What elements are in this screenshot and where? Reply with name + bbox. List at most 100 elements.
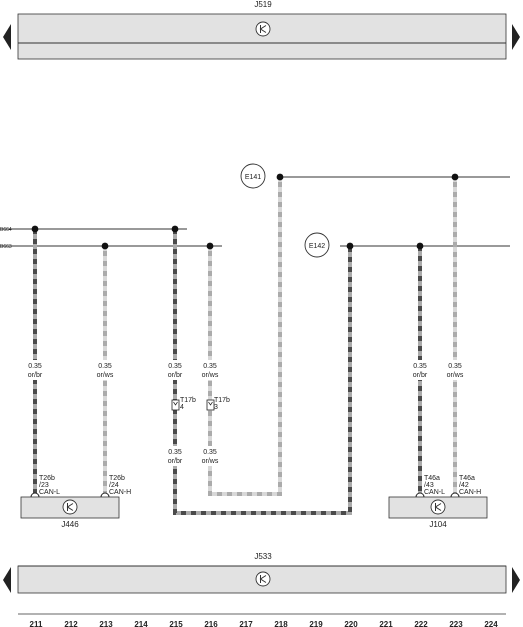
can-symbol-icon: [62, 499, 78, 515]
wire-label-216: 0.35 or/ws: [200, 360, 220, 380]
svg-text:T46a: T46a: [459, 475, 475, 482]
pin-arc-icon: [30, 492, 40, 498]
can-symbol-glyph-icon: [66, 503, 74, 511]
module-j519[interactable]: [17, 13, 507, 60]
column-number: 211: [30, 620, 43, 627]
pin-arc-icon: [415, 492, 425, 498]
junction-dot: [346, 242, 354, 250]
can-symbol-glyph-icon: [434, 503, 442, 511]
module-j533[interactable]: [17, 565, 507, 594]
junction-dot: [416, 242, 424, 250]
can-symbol-glyph-icon: [259, 25, 267, 33]
column-number: 217: [239, 620, 253, 627]
wire-label-216-lower: 0.35 or/ws: [200, 446, 220, 466]
svg-text:CAN-L: CAN-L: [424, 489, 445, 496]
svg-text:0.35: 0.35: [168, 449, 182, 456]
svg-text:/42: /42: [459, 482, 469, 489]
bus-lower-label: B663: [0, 244, 12, 250]
can-symbol-icon: [255, 571, 271, 587]
svg-text:or/ws: or/ws: [202, 372, 219, 379]
svg-text:or/ws: or/ws: [202, 458, 219, 465]
svg-text:CAN-H: CAN-H: [109, 489, 131, 496]
svg-text:/23: /23: [39, 482, 49, 489]
svg-text:4: 4: [180, 404, 184, 411]
svg-text:0.35: 0.35: [448, 363, 462, 370]
svg-text:E142: E142: [309, 243, 325, 250]
svg-text:T26b: T26b: [109, 475, 125, 482]
svg-text:T46a: T46a: [424, 475, 440, 482]
junction-dot: [451, 173, 459, 181]
svg-text:CAN-H: CAN-H: [459, 489, 481, 496]
column-number: 218: [274, 620, 288, 627]
svg-text:T17b: T17b: [214, 397, 230, 404]
module-j104-label: J104: [429, 520, 447, 529]
svg-text:or/br: or/br: [28, 372, 43, 379]
column-number: 220: [344, 620, 358, 627]
svg-text:or/br: or/br: [168, 458, 183, 465]
pin-arc-icon: [450, 492, 460, 498]
svg-text:0.35: 0.35: [168, 363, 182, 370]
svg-text:or/ws: or/ws: [97, 372, 114, 379]
svg-text:/24: /24: [109, 482, 119, 489]
module-j533-label: J533: [254, 552, 272, 561]
connector-t17b-4[interactable]: T17b 4: [171, 397, 196, 411]
column-number: 215: [169, 620, 183, 627]
junction-dot: [206, 242, 214, 250]
column-number: 223: [449, 620, 463, 627]
junction-dot: [276, 173, 284, 181]
wire-label-215: 0.35 or/br: [165, 360, 185, 380]
module-j104[interactable]: [388, 496, 488, 519]
pin-label-t26b-23: T26b /23 CAN-L: [39, 475, 60, 496]
svg-text:0.35: 0.35: [203, 449, 217, 456]
column-number: 213: [99, 620, 113, 627]
arrow-left-top-icon[interactable]: [3, 24, 11, 50]
svg-text:3: 3: [214, 404, 218, 411]
module-j519-label: J519: [254, 0, 272, 9]
wire-label-222: 0.35 or/br: [410, 360, 430, 380]
pin-label-t46a-42: T46a /42 CAN-H: [459, 475, 481, 496]
can-symbol-glyph-icon: [259, 575, 267, 583]
junction-dot: [101, 242, 109, 250]
column-number: 222: [414, 620, 428, 627]
svg-text:0.35: 0.35: [203, 363, 217, 370]
svg-text:0.35: 0.35: [98, 363, 112, 370]
svg-text:or/br: or/br: [168, 372, 183, 379]
module-j446-label: J446: [61, 520, 79, 529]
connector-t17b-3[interactable]: T17b 3: [206, 397, 230, 411]
bus-upper-label: B664: [0, 227, 12, 233]
column-number: 212: [64, 620, 78, 627]
svg-text:or/br: or/br: [413, 372, 428, 379]
svg-text:T17b: T17b: [180, 397, 196, 404]
module-j446[interactable]: [20, 496, 120, 519]
e141-circle[interactable]: E141: [240, 163, 266, 189]
pin-arc-icon: [100, 492, 110, 498]
svg-text:0.35: 0.35: [28, 363, 42, 370]
column-number: 224: [484, 620, 498, 627]
pin-label-t26b-24: T26b /24 CAN-H: [109, 475, 131, 496]
arrow-right-top-icon[interactable]: [512, 24, 520, 50]
svg-text:T26b: T26b: [39, 475, 55, 482]
arrow-right-bottom-icon[interactable]: [512, 567, 520, 593]
wire-216[interactable]: [208, 177, 282, 496]
can-symbol-icon: [430, 499, 446, 515]
wire-label-215-lower: 0.35 or/br: [165, 446, 185, 466]
column-number: 219: [309, 620, 323, 627]
column-number: 221: [379, 620, 393, 627]
wire-label-213: 0.35 or/ws: [95, 360, 115, 380]
column-number: 216: [204, 620, 218, 627]
svg-text:0.35: 0.35: [413, 363, 427, 370]
e142-circle[interactable]: E142: [304, 232, 330, 258]
wire-label-223: 0.35 or/ws: [445, 360, 465, 380]
wire-label-211: 0.35 or/br: [25, 360, 45, 380]
junction-dot: [31, 225, 39, 233]
svg-text:CAN-L: CAN-L: [39, 489, 60, 496]
can-symbol-icon: [255, 21, 271, 37]
arrow-left-bottom-icon[interactable]: [3, 567, 11, 593]
svg-text:E141: E141: [245, 174, 261, 181]
pin-label-t46a-43: T46a /43 CAN-L: [424, 475, 445, 496]
svg-text:/43: /43: [424, 482, 434, 489]
svg-text:or/ws: or/ws: [447, 372, 464, 379]
column-number: 214: [134, 620, 148, 627]
junction-dot: [171, 225, 179, 233]
